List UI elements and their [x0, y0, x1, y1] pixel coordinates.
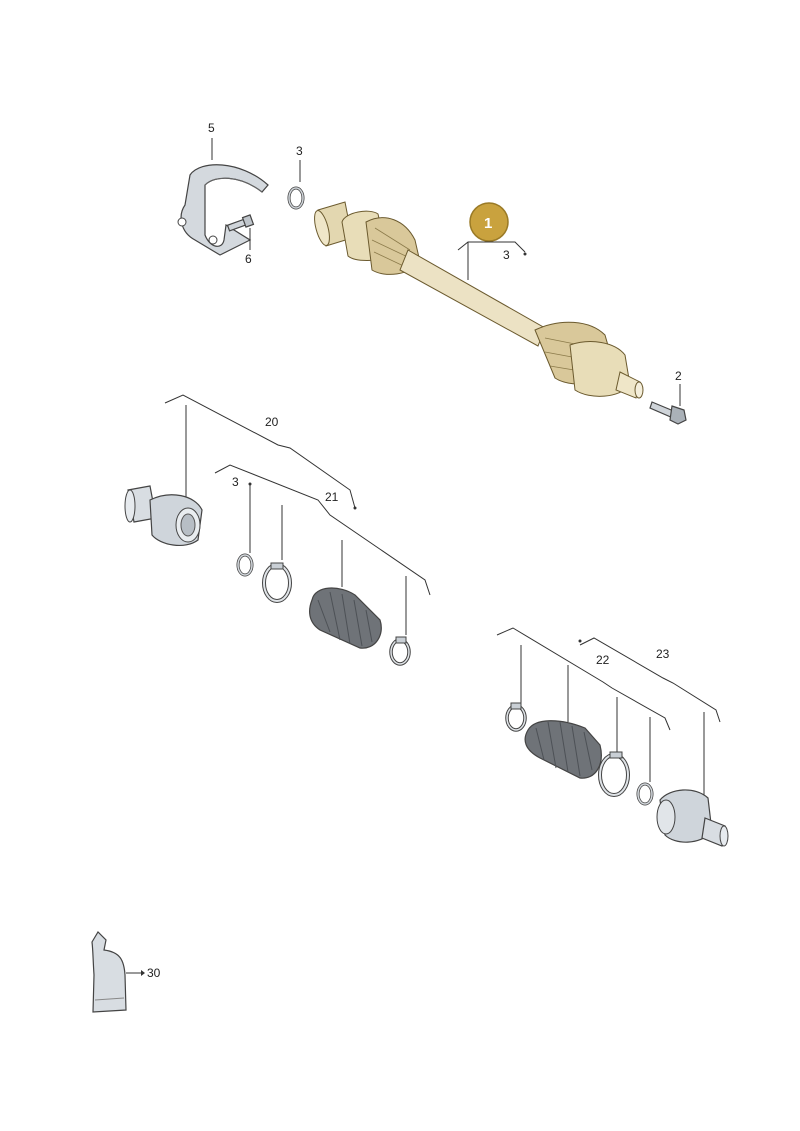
callout-heat-shield: 5	[208, 121, 215, 135]
callout-circlip-mid: 3	[232, 475, 239, 489]
clamp-inner-small-part[interactable]	[389, 636, 411, 666]
clamp-outer-large-part[interactable]	[598, 751, 630, 797]
callout-bolt-shield: 6	[245, 252, 252, 266]
heat-shield-part[interactable]	[177, 164, 269, 256]
clamp-outer-small-part[interactable]	[505, 702, 527, 732]
main-part-badge[interactable]: 1	[469, 202, 509, 242]
drive-shaft-part[interactable]	[312, 201, 644, 399]
outer-joint-part[interactable]	[656, 789, 729, 847]
callout-grease: 30	[147, 966, 161, 980]
bolt-shield-part[interactable]	[226, 214, 255, 232]
circlip-outer-part[interactable]	[636, 782, 654, 806]
bolt-end-part[interactable]	[649, 401, 687, 425]
circlip-mid-part[interactable]	[236, 553, 254, 577]
callout-boot-set-outer: 22	[596, 653, 610, 667]
boot-outer-part[interactable]	[524, 720, 602, 779]
callout-bolt-end: 2	[675, 369, 682, 383]
clamp-inner-large-part[interactable]	[262, 562, 292, 603]
callout-circlip-top: 3	[296, 144, 303, 158]
boot-inner-part[interactable]	[309, 587, 382, 649]
callout-joint-set-inner: 20	[265, 415, 279, 429]
callout-shaft-circlip: 3	[503, 248, 510, 262]
grease-tube-part[interactable]	[91, 931, 127, 1013]
callout-boot-set-inner: 21	[325, 490, 339, 504]
inner-joint-part[interactable]	[124, 485, 203, 547]
callout-joint-set-outer: 23	[656, 647, 670, 661]
badge-number: 1	[484, 215, 492, 232]
circlip-top-part[interactable]	[287, 186, 305, 210]
